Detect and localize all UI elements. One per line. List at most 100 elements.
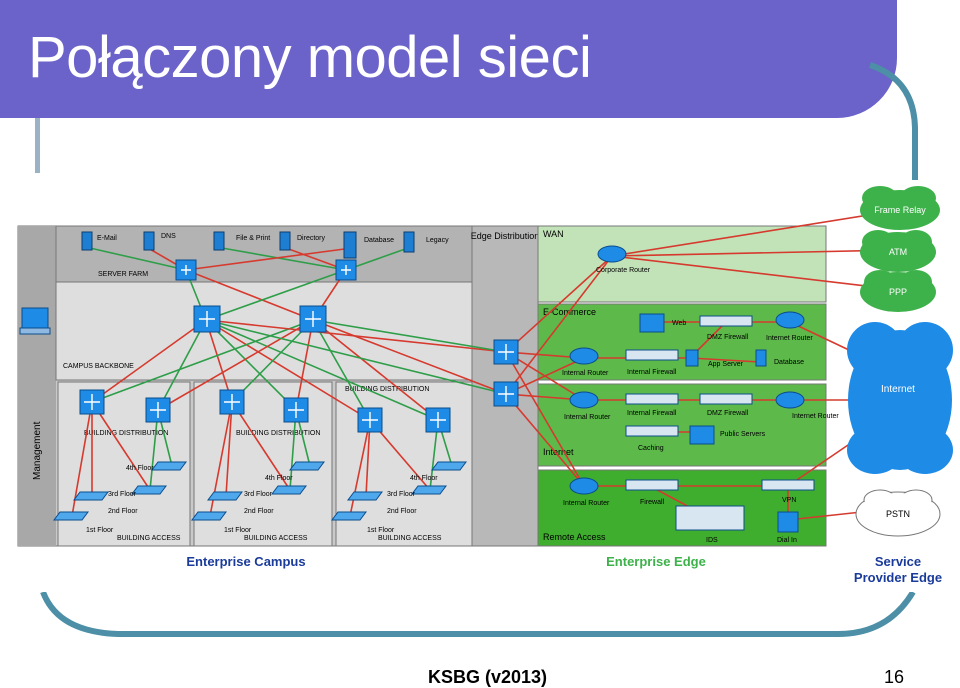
pstn-cloud-icon: [855, 489, 941, 537]
title-band: [0, 0, 897, 118]
edge-distribution-label-1: Edge Distribution: [471, 231, 540, 241]
vpn-icon: [761, 479, 815, 491]
firewall-label: Firewall: [640, 499, 665, 506]
frame-relay-label: Frame Relay: [874, 205, 926, 215]
internet-dmz-firewall-icon: [699, 393, 753, 405]
app-server-icon: [685, 349, 699, 367]
building-access-label-a: BUILDING ACCESS: [117, 535, 181, 542]
floor-label-c2: 2nd Floor: [387, 508, 417, 515]
internal-router-label-1: Internal Router: [562, 370, 609, 377]
remote-firewall-icon: [625, 479, 679, 491]
building-access-label-b: BUILDING ACCESS: [244, 535, 308, 542]
access-switch-icon-b2: [207, 491, 243, 501]
internal-router-label-2: Internal Router: [564, 414, 611, 421]
dial-in-label: Dial In: [777, 537, 797, 544]
management-label: Management: [32, 421, 43, 480]
public-servers-icon: [689, 425, 715, 445]
corporate-router-label-line1: Corporate Router: [596, 267, 651, 274]
building-access-label-c: BUILDING ACCESS: [378, 535, 442, 542]
access-switch-icon-a1: [53, 511, 89, 521]
access-switch-icon-a3: [131, 485, 167, 495]
frame-relay-cloud-icon: [860, 186, 940, 230]
server-farm-devices: E-Mail DNS File & Print Directory Databa…: [81, 231, 449, 259]
edge-firewalls: [625, 315, 815, 531]
dmz-firewall-label-1: DMZ Firewall: [707, 334, 749, 341]
directory-server-icon: [279, 231, 291, 251]
app-server-label: App Server: [708, 361, 744, 368]
management-bar: [18, 226, 56, 546]
campus-backbone-box: [55, 281, 473, 381]
server-label-directory: Directory: [297, 235, 326, 242]
ecommerce-internal-router-icon: [569, 347, 599, 365]
floor-label-b3: 3rd Floor: [244, 491, 273, 498]
access-switch-icon-c3: [411, 485, 447, 495]
ids-icon: [675, 505, 745, 531]
building-distribution-label-b: BUILDING DISTRIBUTION: [236, 430, 320, 437]
internet-internal-firewall-icon: [625, 393, 679, 405]
caching-icon: [625, 425, 679, 437]
email-server-icon: [81, 231, 93, 251]
database-label: Database: [774, 359, 804, 366]
floor-label-c3: 3rd Floor: [387, 491, 416, 498]
remote-internal-router-icon: [569, 477, 599, 495]
service-provider-caption-line1: Service: [875, 554, 921, 569]
server-label-file-print: File & Print: [236, 235, 270, 242]
enterprise-campus-caption: Enterprise Campus: [186, 554, 305, 569]
internal-firewall-label-1: Internal Firewall: [627, 369, 677, 376]
access-switch-icon-c2: [347, 491, 383, 501]
access-switch-icon-b4: [289, 461, 325, 471]
access-switch-icon-c1: [331, 511, 367, 521]
file-print-server-icon: [213, 231, 225, 251]
floor-label-c4: 4th Floor: [410, 475, 438, 482]
dmz-firewall-label-2: DMZ Firewall: [707, 410, 749, 417]
edge-servers: [639, 313, 799, 533]
enterprise-edge-caption: Enterprise Edge: [606, 554, 706, 569]
floor-label-a3: 3rd Floor: [108, 491, 137, 498]
ppp-label: PPP: [889, 287, 907, 297]
frame-decoration-top-left: [35, 118, 40, 173]
ecommerce-dmz-firewall-icon: [699, 315, 753, 327]
internet-cloud-icon: [847, 322, 953, 474]
internet-router-label-1: Internet Router: [766, 335, 813, 342]
caching-label: Caching: [638, 445, 664, 452]
ecommerce-internal-firewall-icon: [625, 349, 679, 361]
server-label-dns: DNS: [161, 233, 176, 240]
frame-decoration-bottom: [40, 592, 916, 637]
atm-cloud-icon: [860, 230, 936, 272]
campus-backbone-label: CAMPUS BACKBONE: [63, 363, 134, 370]
access-switch-icon-a2: [73, 491, 109, 501]
server-label-email: E-Mail: [97, 235, 117, 242]
dial-in-icon: [777, 511, 799, 533]
internet-cloud-label: Internet: [881, 384, 915, 395]
access-switch-icon-b1: [191, 511, 227, 521]
database-server-icon: [343, 231, 357, 259]
vpn-label: VPN: [782, 497, 796, 504]
floor-label-c1: 1st Floor: [367, 527, 395, 534]
web-label: Web: [672, 320, 686, 327]
footer-text: KSBG (v2013): [428, 667, 548, 687]
floor-labels: 4th Floor 3rd Floor 2nd Floor 1st Floor …: [86, 465, 438, 534]
internet-router-label-2: Internet Router: [792, 413, 839, 420]
web-server-icon: [639, 313, 665, 333]
access-switch-icon-a4: [151, 461, 187, 471]
pstn-label: PSTN: [886, 509, 910, 519]
access-switches: [53, 461, 467, 521]
internet-internet-router-icon: [775, 391, 805, 409]
service-provider-caption-line2: Provider Edge: [854, 570, 942, 585]
database-icon: [755, 349, 767, 367]
remote-access-label: Remote Access: [543, 532, 606, 542]
slide-title: Połączony model sieci: [28, 25, 592, 90]
ids-label: IDS: [706, 537, 718, 544]
floor-label-a2: 2nd Floor: [108, 508, 138, 515]
server-label-legacy: Legacy: [426, 237, 449, 244]
access-switch-icon-b3: [271, 485, 307, 495]
dns-server-icon: [143, 231, 155, 251]
ecommerce-internet-router-icon: [775, 311, 805, 329]
frame-decoration-top-right: [868, 62, 918, 180]
floor-label-b4: 4th Floor: [265, 475, 293, 482]
public-servers-label: Public Servers: [720, 431, 766, 438]
server-farm-label: SERVER FARM: [98, 271, 148, 278]
switch-arrow-marks: [84, 265, 514, 428]
edge-labels: Corporate Router Web DMZ Firewall Intern…: [562, 267, 839, 544]
